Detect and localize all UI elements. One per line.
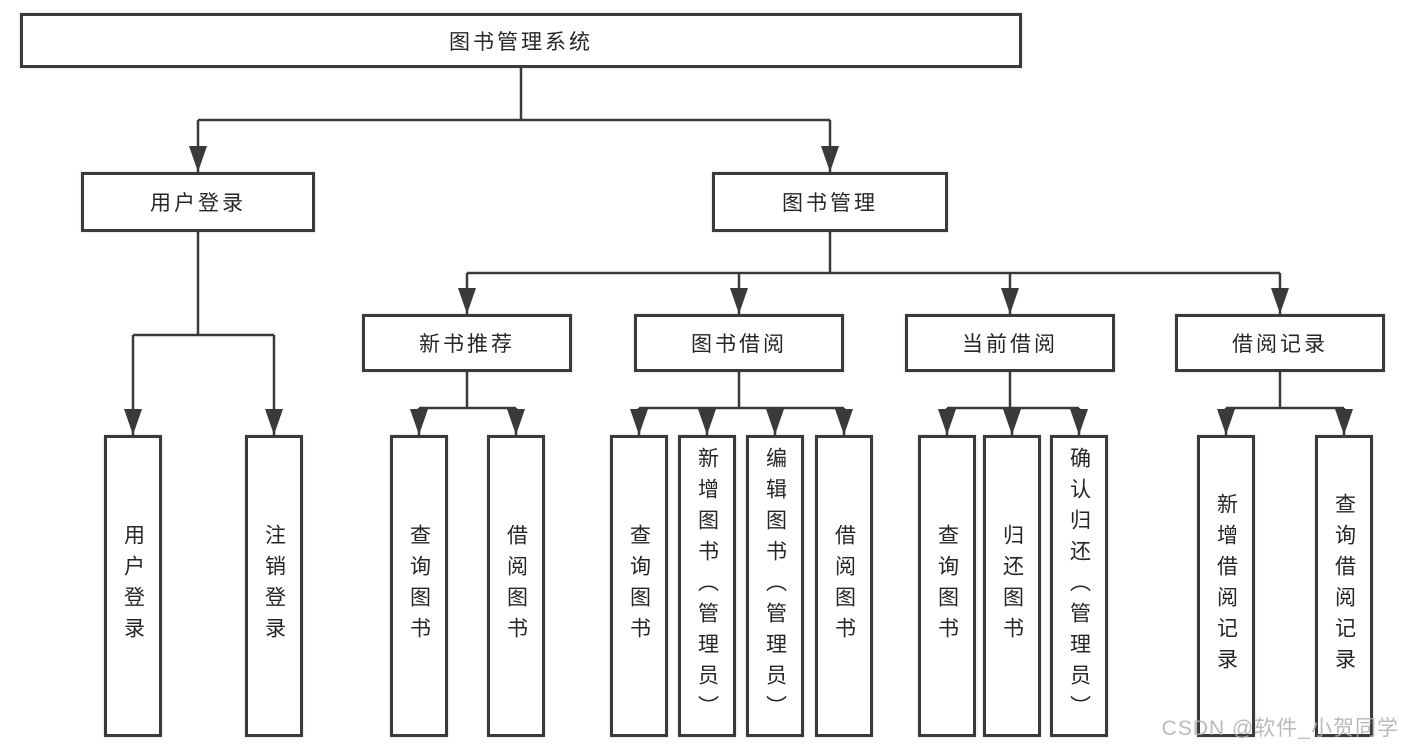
leaf-add-borrow-record: 新增借阅记录: [1197, 435, 1255, 737]
node-label: 图书管理: [782, 192, 878, 215]
node-label: 借阅记录: [1232, 333, 1328, 356]
leaf-label: 归还图书: [1000, 524, 1024, 648]
leaf-label: 查询图书: [935, 524, 959, 648]
leaf-edit-book-admin: 编辑图书（管理员）: [746, 435, 804, 737]
leaf-query-books-3: 查询图书: [918, 435, 976, 737]
leaf-label: 借阅图书: [504, 524, 528, 648]
leaf-label: 注销登录: [262, 524, 286, 648]
node-new-book-recommendation: 新书推荐: [362, 314, 572, 372]
leaf-label: 编辑图书（管理员）: [763, 446, 787, 726]
node-current-borrowing: 当前借阅: [905, 314, 1115, 372]
leaf-label: 用户登录: [121, 524, 145, 648]
leaf-label: 确认归还（管理员）: [1067, 446, 1091, 726]
node-label: 用户登录: [150, 192, 246, 215]
node-book-management: 图书管理: [712, 172, 948, 232]
leaf-return-book: 归还图书: [983, 435, 1041, 737]
node-label: 图书借阅: [691, 333, 787, 356]
leaf-label: 新增图书（管理员）: [695, 446, 719, 726]
node-borrowing-records: 借阅记录: [1175, 314, 1385, 372]
leaf-borrow-books-2: 借阅图书: [815, 435, 873, 737]
csdn-watermark: CSDN @软件_小贺同学: [1161, 717, 1399, 740]
node-user-login: 用户登录: [81, 172, 315, 232]
node-label: 当前借阅: [962, 333, 1058, 356]
leaf-query-borrow-record: 查询借阅记录: [1315, 435, 1373, 737]
node-label: 图书管理系统: [449, 30, 593, 54]
leaf-label: 新增借阅记录: [1214, 493, 1238, 679]
leaf-label: 借阅图书: [832, 524, 856, 648]
node-book-management-system: 图书管理系统: [20, 13, 1022, 68]
leaf-label: 查询图书: [407, 524, 431, 648]
leaf-logout: 注销登录: [245, 435, 303, 737]
node-book-borrowing: 图书借阅: [634, 314, 844, 372]
leaf-query-books-2: 查询图书: [610, 435, 668, 737]
leaf-add-book-admin: 新增图书（管理员）: [678, 435, 736, 737]
leaf-confirm-return-admin: 确认归还（管理员）: [1050, 435, 1108, 737]
leaf-borrow-books: 借阅图书: [487, 435, 545, 737]
leaf-user-login: 用户登录: [104, 435, 162, 737]
node-label: 新书推荐: [419, 333, 515, 356]
leaf-label: 查询图书: [627, 524, 651, 648]
leaf-label: 查询借阅记录: [1332, 493, 1356, 679]
leaf-query-books: 查询图书: [390, 435, 448, 737]
